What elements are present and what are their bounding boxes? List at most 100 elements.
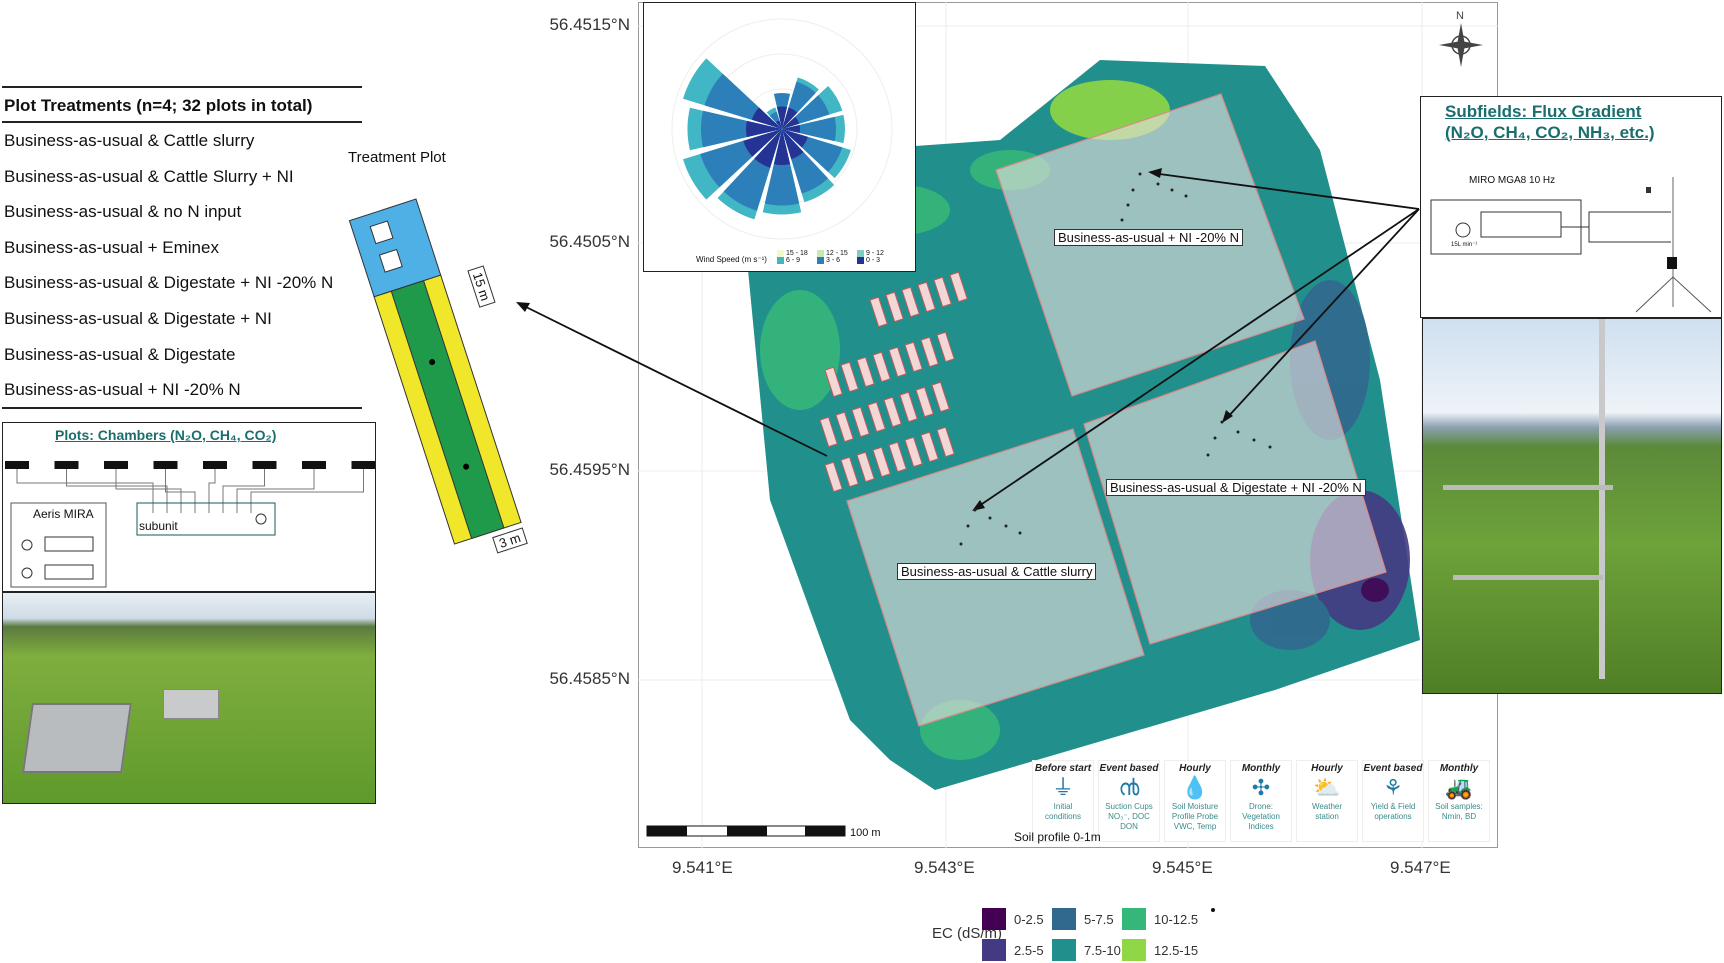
measurement-description: operations [1374,812,1412,821]
chamber-icon [252,461,277,469]
table-bottom-rule [2,407,362,409]
wind-rose-wedge [782,116,800,129]
chamber-icon [5,461,29,469]
lat-label: 56.4505°N [549,232,630,251]
wind-class-swatch [777,250,784,257]
wind-class: 9 - 12 [857,250,897,257]
wind-rose-wedge [782,129,804,160]
plot-rect [856,356,875,388]
measurement-description: Soil samples: [1435,802,1483,811]
ec-swatch [1052,908,1076,930]
measurement-frequency: Monthly [1241,763,1281,774]
flux-title-line2: (N₂O, CH₄, CO₂, NH₃, etc.) [1445,123,1655,142]
wind-class-swatch [817,250,824,257]
suction-cup-icon: ൯ [1118,775,1140,800]
subfield-label: Business-as-usual + NI -20% N [1054,229,1243,246]
plot-rect [904,436,923,468]
scale-label: 100 m [850,827,881,839]
wind-rose-wedge [782,107,798,129]
plot-rect [883,396,902,428]
lat-label: 56.4585°N [549,669,630,688]
wind-class-swatch [857,250,864,257]
measurement-description: NO₃⁻, DOC [1108,812,1150,821]
plot-rect [840,456,859,488]
ec-swatch [982,908,1006,930]
wind-rose-wedge [754,129,782,168]
ground-icon: ⏚ [1051,775,1074,800]
wind-rose-wedge [775,120,782,129]
wheat-icon: ⚘ [1383,775,1403,800]
north-arrow-icon [1439,23,1483,67]
measurement-description: Profile Probe [1171,812,1219,821]
ec-legend-item: 12.5-15 [1122,939,1198,961]
plot-rect [824,461,843,493]
ec-label: 0-2.5 [1014,911,1044,927]
treatment-plot-title: Treatment Plot [348,149,446,166]
subunit-label: subunit [139,519,178,533]
wind-class: 0 - 3 [857,257,897,264]
measurement-description: Nmin, BD [1441,812,1477,821]
flux-title-line1: Subfields: Flux Gradient [1445,102,1642,121]
flux-flow-label: 15L min⁻¹ [1451,242,1478,248]
measurement-frequency: Hourly [1311,763,1343,774]
wind-rose [671,18,893,240]
ec-label: 5-7.5 [1084,911,1114,927]
lon-label: 9.541°E [672,858,733,877]
plot-rect [899,391,918,423]
flux-tower-schematic [1430,177,1712,313]
wind-class-label: 15 - 18 [786,250,808,257]
tower-arm [1453,575,1603,580]
measurement-description: Weather [1311,802,1343,811]
wind-class-label: 9 - 12 [866,250,884,257]
tower-arm [1443,485,1613,490]
wind-rose-legend-title: Wind Speed (m s⁻¹) [696,255,767,264]
measurement-description: Vegetation [1242,812,1280,821]
measurement-description: VWC, Temp [1173,822,1217,831]
measurement-frequency: Monthly [1439,763,1479,774]
chamber-icon [104,461,128,469]
plot-rect [885,291,904,323]
measurement-description: Indices [1248,822,1274,831]
plot-rect [872,446,891,478]
treatment-row: Business-as-usual & Cattle Slurry + NI [4,166,294,186]
subfield-label: Business-as-usual & Cattle slurry [897,563,1097,580]
measurement-description: DON [1120,822,1138,831]
treatment-row: Business-as-usual & Digestate + NI -20% … [4,273,334,293]
flux-title: Subfields: Flux Gradient (N₂O, CH₄, CO₂, … [1445,101,1655,143]
ec-swatch [1122,939,1146,961]
plot-rect [824,366,843,398]
wind-class: 15 - 18 [777,250,817,257]
chamber-icon [351,461,375,469]
water-drop-icon: 💧 [1181,775,1209,800]
ec-swatch [1052,939,1076,961]
ec-legend-item: 10-12.5 [1122,908,1198,930]
ec-legend-item: 2.5-5 [982,939,1044,961]
treatment-row: Business-as-usual & Cattle slurry [4,131,255,150]
chamber-icon [302,461,326,469]
wind-rose-wedge [751,107,782,129]
drone-icon: ✣ [1251,775,1271,800]
plot-rect [819,416,838,448]
plot-rect [917,281,936,313]
treatment-row: Business-as-usual + NI -20% N [4,380,241,400]
ec-legend-item: 0-2.5 [982,908,1044,930]
treatment-row: Business-as-usual & no N input [4,202,242,222]
flux-analyzer-label: MIRO MGA8 10 Hz [1469,175,1556,186]
ec-legend-item: 5-7.5 [1052,908,1114,930]
wind-class-label: 6 - 9 [786,257,801,264]
plot-rect [867,401,886,433]
flux-tower-photo [1422,318,1722,694]
wind-class-swatch [817,257,824,264]
measurement-description: Suction Cups [1105,802,1153,811]
measurement-frequency: Event based [1363,763,1423,774]
measurement-description: station [1315,812,1339,821]
table-header: Plot Treatments (n=4; 32 plots in total) [4,96,313,115]
treatment-plot-diagram [348,198,522,545]
plot-rect [901,286,920,318]
